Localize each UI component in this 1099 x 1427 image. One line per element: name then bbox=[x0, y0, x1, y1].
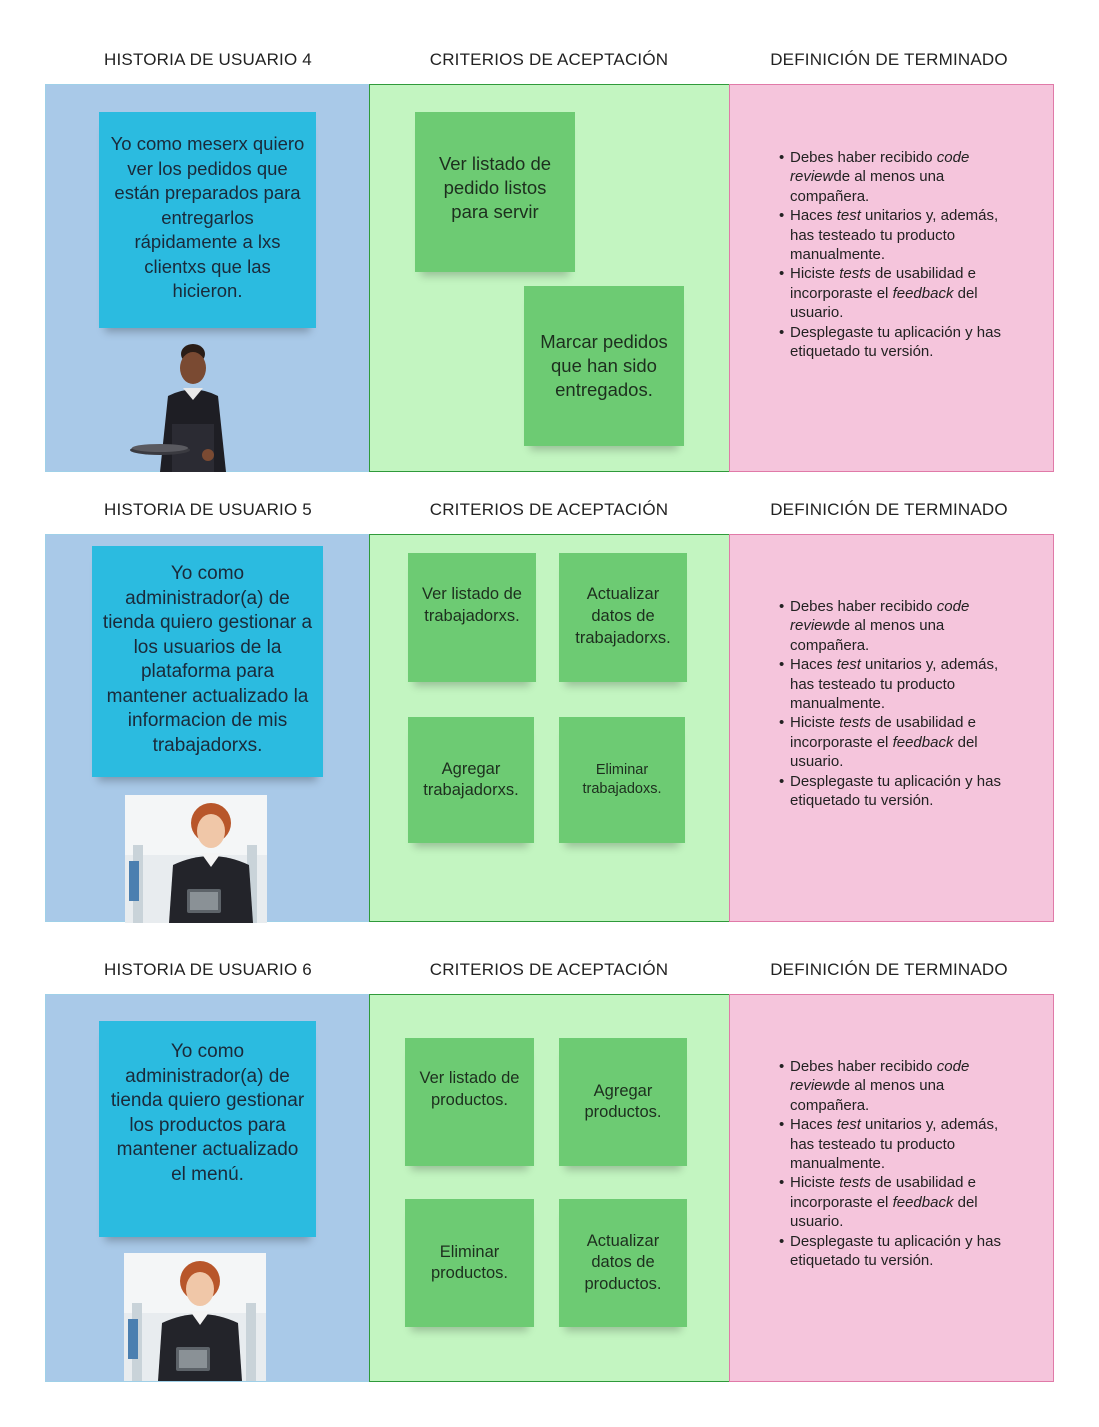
criteria-text-3-2: Agregar productos. bbox=[584, 1081, 662, 1122]
criteria-text-2-2: Actualizar datos de trabajadorxs. bbox=[575, 585, 671, 647]
manager-photo-1 bbox=[125, 795, 267, 923]
criteria-text-3-1: Ver listado de productos. bbox=[419, 1069, 520, 1109]
criteria-text-2-1: Ver listado de trabajadorxs. bbox=[422, 585, 522, 625]
criteria-note-3-1: Ver listado de productos. bbox=[405, 1038, 534, 1166]
done-list-1: Debes haber recibido code reviewde al me… bbox=[779, 148, 1014, 361]
manager-illustration bbox=[125, 795, 267, 923]
header-done-3: DEFINICIÓN DE TERMINADO bbox=[770, 960, 1008, 979]
criteria-text-2-3: Agregar trabajadorxs. bbox=[423, 760, 519, 799]
criteria-note-1-1: Ver listado de pedido listos para servir bbox=[415, 112, 575, 272]
criteria-note-3-3: Eliminar productos. bbox=[405, 1199, 534, 1327]
done-item: Desplegaste tu aplicación y has etiqueta… bbox=[779, 1232, 1014, 1271]
done-item: Hiciste tests de usabilidad e incorporas… bbox=[779, 264, 1014, 322]
criteria-note-3-4: Actualizar datos de productos. bbox=[559, 1199, 687, 1327]
done-item: Haces test unitarios y, además, has test… bbox=[779, 1115, 1014, 1173]
waitress-illustration bbox=[130, 344, 226, 472]
done-item: Debes haber recibido code reviewde al me… bbox=[779, 597, 1014, 655]
story-note-4: Yo como meserx quiero ver los pedidos qu… bbox=[99, 112, 316, 328]
criteria-note-2-1: Ver listado de trabajadorxs. bbox=[408, 553, 536, 682]
done-item: Debes haber recibido code reviewde al me… bbox=[779, 1057, 1014, 1115]
header-story-4: HISTORIA DE USUARIO 4 bbox=[104, 50, 312, 69]
done-item: Haces test unitarios y, además, has test… bbox=[779, 655, 1014, 713]
done-list-2: Debes haber recibido code reviewde al me… bbox=[779, 597, 1014, 810]
done-item: Haces test unitarios y, además, has test… bbox=[779, 206, 1014, 264]
done-item: Desplegaste tu aplicación y has etiqueta… bbox=[779, 323, 1014, 362]
header-criteria-3: CRITERIOS DE ACEPTACIÓN bbox=[429, 960, 669, 979]
criteria-text-3-3: Eliminar productos. bbox=[430, 1242, 509, 1283]
criteria-text-1-2: Marcar pedidos que han sido entregados. bbox=[540, 331, 668, 400]
header-done-2: DEFINICIÓN DE TERMINADO bbox=[770, 500, 1008, 519]
criteria-note-2-2: Actualizar datos de trabajadorxs. bbox=[559, 553, 687, 682]
header-story-6: HISTORIA DE USUARIO 6 bbox=[104, 960, 312, 979]
criteria-text-3-4: Actualizar datos de productos. bbox=[584, 1231, 662, 1293]
done-item: Hiciste tests de usabilidad e incorporas… bbox=[779, 713, 1014, 771]
done-item: Debes haber recibido code reviewde al me… bbox=[779, 148, 1014, 206]
criteria-text-2-4: Eliminar trabajadoxs. bbox=[582, 762, 662, 797]
header-done-1: DEFINICIÓN DE TERMINADO bbox=[770, 50, 1008, 69]
criteria-note-2-4: Eliminar trabajadoxs. bbox=[559, 717, 685, 843]
criteria-text-1-1: Ver listado de pedido listos para servir bbox=[438, 153, 552, 222]
story-text-4: Yo como meserx quiero ver los pedidos qu… bbox=[110, 133, 305, 301]
header-criteria-2: CRITERIOS DE ACEPTACIÓN bbox=[429, 500, 669, 519]
criteria-note-3-2: Agregar productos. bbox=[559, 1038, 687, 1166]
done-list-3: Debes haber recibido code reviewde al me… bbox=[779, 1057, 1014, 1270]
header-criteria-1: CRITERIOS DE ACEPTACIÓN bbox=[429, 50, 669, 69]
waitress-photo bbox=[128, 338, 258, 472]
header-story-5: HISTORIA DE USUARIO 5 bbox=[104, 500, 312, 519]
done-item: Hiciste tests de usabilidad e incorporas… bbox=[779, 1173, 1014, 1231]
done-item: Desplegaste tu aplicación y has etiqueta… bbox=[779, 772, 1014, 811]
manager-illustration bbox=[124, 1253, 266, 1381]
criteria-note-2-3: Agregar trabajadorxs. bbox=[408, 717, 534, 843]
manager-photo-2 bbox=[124, 1253, 266, 1381]
story-text-6: Yo como administrador(a) de tienda quier… bbox=[110, 1041, 305, 1185]
story-note-5: Yo como administrador(a) de tienda quier… bbox=[92, 546, 323, 777]
story-text-5: Yo como administrador(a) de tienda quier… bbox=[102, 563, 313, 756]
story-note-6: Yo como administrador(a) de tienda quier… bbox=[99, 1021, 316, 1237]
criteria-note-1-2: Marcar pedidos que han sido entregados. bbox=[524, 286, 684, 446]
